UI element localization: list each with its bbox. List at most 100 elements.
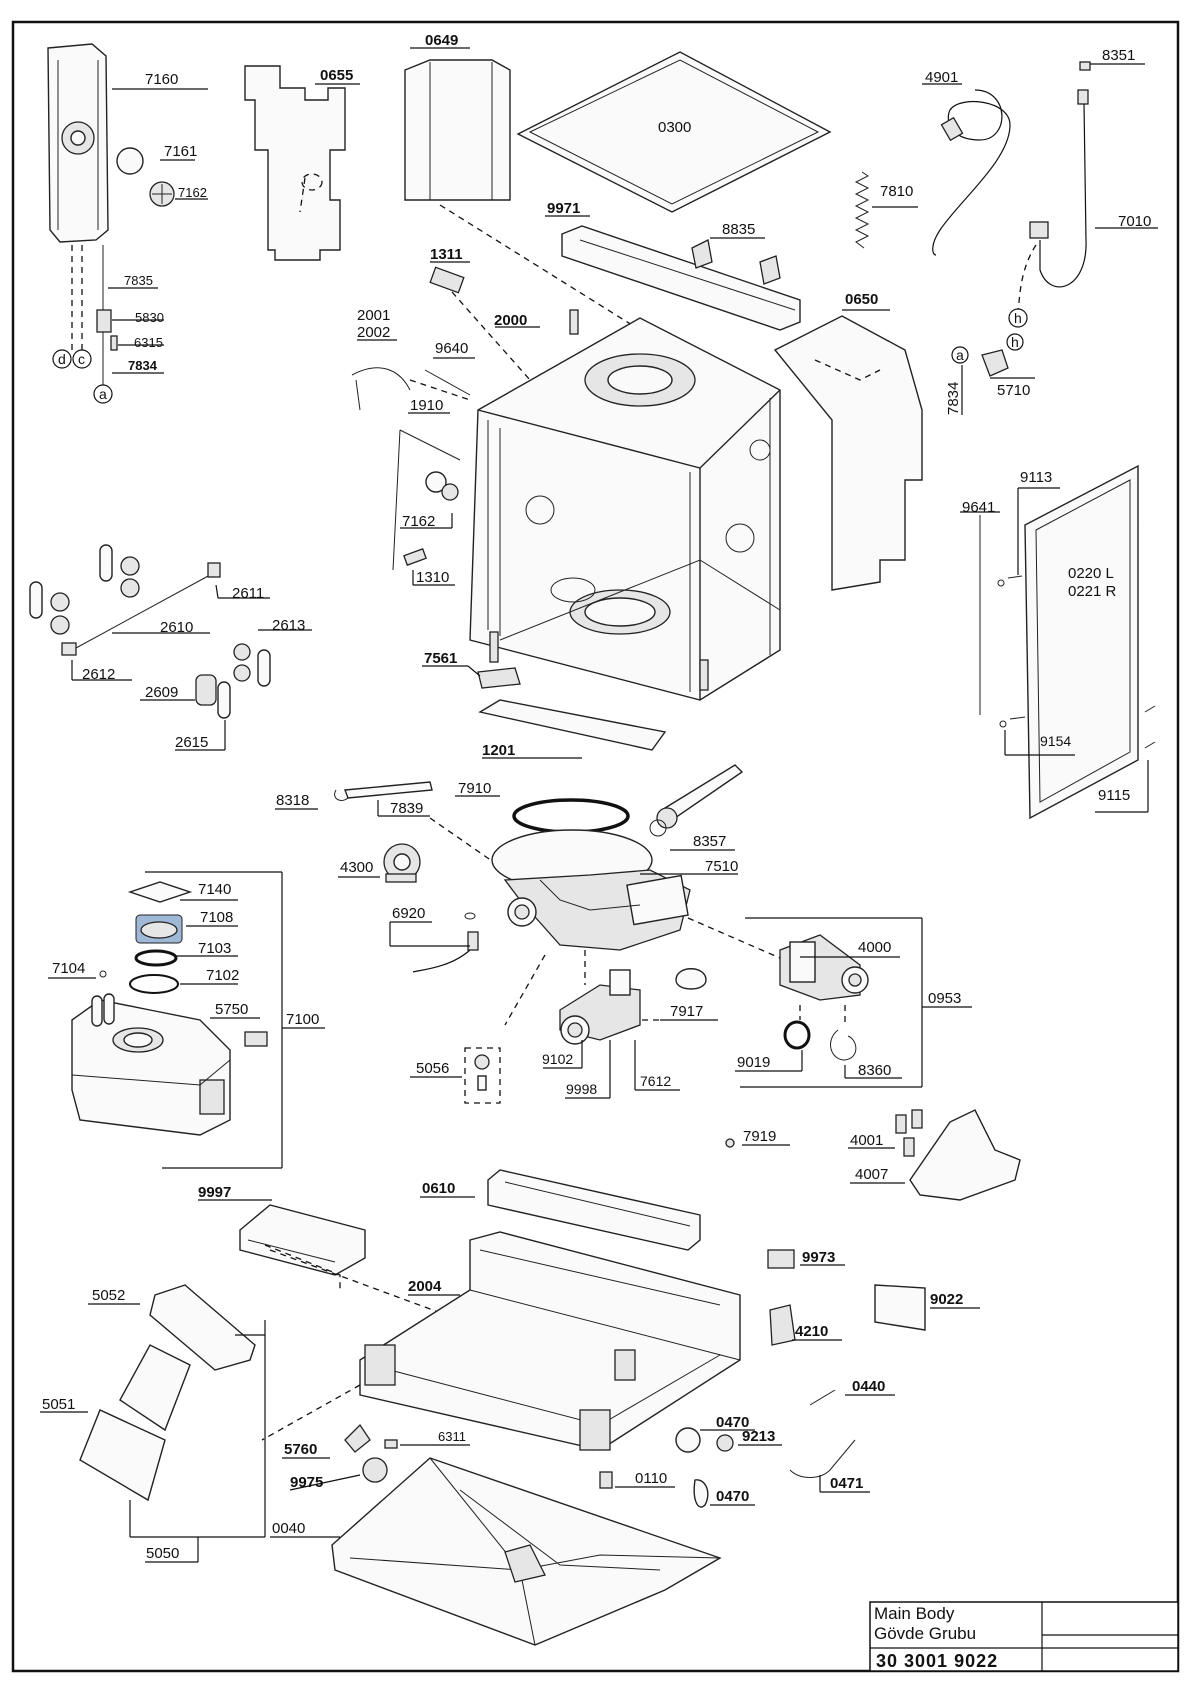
part-label: 0655 (320, 67, 353, 84)
part-label: 5052 (92, 1287, 125, 1304)
part-9975-drawing (362, 1457, 388, 1483)
part-0470-bottom-drawing (693, 1479, 709, 1508)
connector-a-right (951, 346, 969, 364)
part-door-drawing (1024, 464, 1139, 820)
connector-letter: h (1014, 310, 1022, 326)
part-label: 1910 (410, 397, 443, 414)
connector-d (52, 349, 72, 369)
part-2001-drawing (351, 367, 411, 411)
part-label: 7161 (164, 143, 197, 160)
part-label: 1201 (482, 742, 515, 759)
part-5051-drawing (119, 1344, 191, 1432)
part-label: 7561 (424, 650, 457, 667)
part-4001-drawing (895, 1109, 923, 1157)
part-label: 9971 (547, 200, 580, 217)
part-1201-drawing (478, 699, 667, 751)
part-9213-drawing (716, 1434, 734, 1452)
part-7160-drawing (47, 43, 175, 390)
part-label: 5760 (284, 1441, 317, 1458)
page-border (11, 20, 1180, 1673)
title-code: 30 3001 9022 (876, 1651, 998, 1671)
part-label: 6920 (392, 905, 425, 922)
part-label: 0040 (272, 1520, 305, 1537)
part-label: 0650 (845, 291, 878, 308)
part-9640-drawing (424, 369, 471, 396)
part-label: 1310 (416, 569, 449, 586)
part-label: 2001 (357, 307, 390, 324)
part-5710-drawing (981, 349, 1009, 377)
part-label: 0953 (928, 990, 961, 1007)
part-9971-drawing (561, 225, 801, 331)
part-label: 5056 (416, 1060, 449, 1077)
connector-letter: d (58, 351, 66, 367)
part-4000-drawing (779, 934, 869, 1001)
part-label: 9998 (566, 1081, 597, 1097)
part-label: 0220 L (1068, 565, 1114, 582)
part-label: 5051 (42, 1396, 75, 1413)
part-label: 9973 (802, 1249, 835, 1266)
part-7561-drawing (477, 667, 521, 689)
part-label: 7103 (198, 940, 231, 957)
part-0649-drawing (404, 59, 511, 201)
part-0610-drawing (487, 1169, 701, 1251)
part-label: 6315 (134, 335, 163, 350)
part-5052-drawing (149, 1284, 256, 1371)
part-label: 0470 (716, 1488, 749, 1505)
part-label: 4007 (855, 1166, 888, 1183)
part-label: 8835 (722, 221, 755, 238)
part-label: 7102 (206, 967, 239, 984)
part-7102-drawing (129, 974, 179, 994)
part-2004-drawing (359, 1231, 741, 1451)
part-4210-drawing (769, 1304, 796, 1346)
part-label: 2610 (160, 619, 193, 636)
part-9022-drawing (874, 1284, 926, 1331)
part-label-7834-vertical: 7834 (945, 382, 962, 415)
part-label: 9975 (290, 1474, 323, 1491)
part-1310-drawing (403, 548, 427, 566)
connector-letter: a (99, 386, 107, 402)
part-label: 0221 R (1068, 583, 1117, 600)
part-label: 7910 (458, 780, 491, 797)
connector-h-top (1008, 308, 1028, 328)
part-label: 5710 (997, 382, 1030, 399)
part-label: 0610 (422, 1180, 455, 1197)
part-label: 9022 (930, 1291, 963, 1308)
connector-letter: a (956, 347, 964, 363)
part-label: 2000 (494, 312, 527, 329)
part-label: 4901 (925, 69, 958, 86)
part-0110-drawing (599, 1471, 613, 1489)
part-9997-drawing (239, 1204, 366, 1276)
part-9973-drawing (767, 1249, 795, 1269)
part-label: 7835 (124, 273, 153, 288)
part-label: 8357 (693, 833, 726, 850)
part-label: 9997 (198, 1184, 231, 1201)
part-label: 2612 (82, 666, 115, 683)
part-7140-drawing (127, 881, 193, 903)
part-0040-drawing (331, 1457, 722, 1646)
part-4901-drawing (932, 89, 1011, 256)
part-label: 9641 (962, 499, 995, 516)
part-0471-drawing (789, 1439, 856, 1478)
part-7810-drawing (854, 171, 870, 249)
part-label: 2615 (175, 734, 208, 751)
part-label: 2613 (272, 617, 305, 634)
part-label: 4210 (795, 1323, 828, 1340)
part-label: 0470 (716, 1414, 749, 1431)
part-label: 7510 (705, 858, 738, 875)
part-8351-drawing (1029, 61, 1091, 288)
part-8357-drawing (649, 764, 744, 837)
part-label: 2611 (232, 585, 264, 602)
part-0655-drawing (244, 65, 346, 261)
connector-c (72, 349, 92, 369)
part-0300-drawing (516, 51, 832, 213)
part-0470-top-drawing (675, 1427, 701, 1453)
part-label: 0110 (635, 1470, 667, 1487)
part-label: 4001 (850, 1132, 883, 1149)
part-label: 7140 (198, 881, 231, 898)
title-name-tr: Gövde Grubu (874, 1624, 976, 1643)
part-0650-drawing (773, 315, 923, 591)
part-label: 7162 (402, 513, 435, 530)
part-label: 0300 (658, 119, 691, 136)
part-8360-drawing (830, 1029, 857, 1061)
part-5760-drawing (344, 1423, 371, 1453)
